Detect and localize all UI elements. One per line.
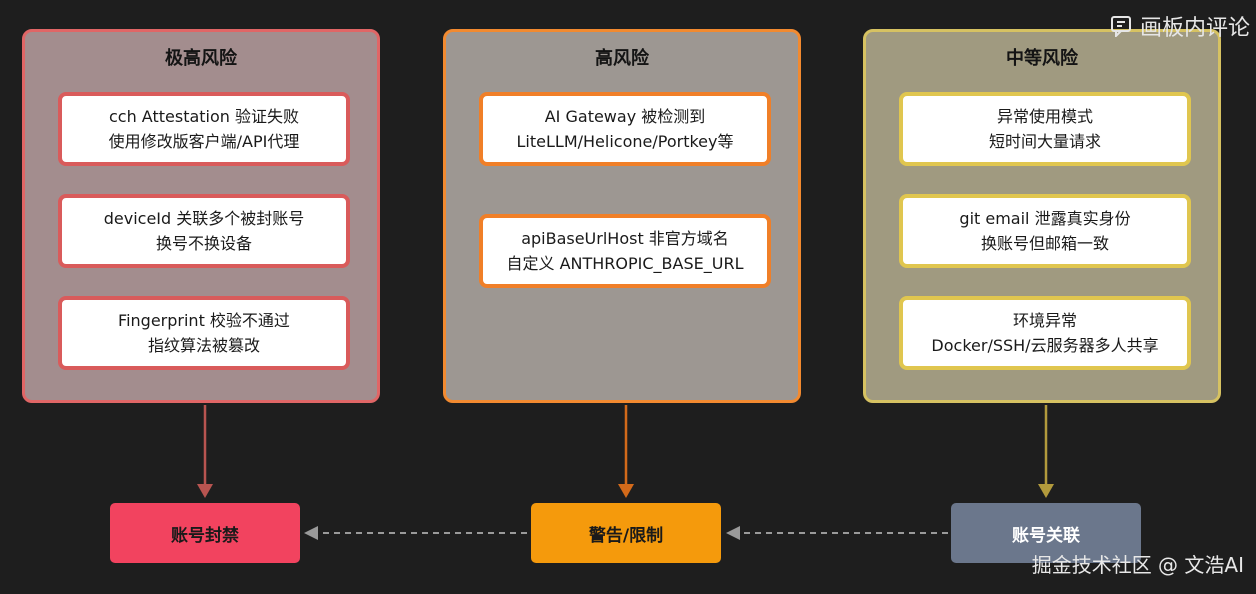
card-line1: 异常使用模式 — [996, 107, 1093, 126]
source-watermark: 掘金技术社区 @ 文浩AI — [1031, 553, 1244, 577]
panel-high-risk: 高风险 AI Gateway 被检测到 LiteLLM/Helicone/Por… — [443, 29, 801, 403]
result-label: 账号封禁 — [171, 525, 239, 546]
comment-icon — [1110, 16, 1131, 37]
card-line1: apiBaseUrlHost 非官方域名 — [521, 229, 729, 248]
panel-extreme-risk: 极高风险 cch Attestation 验证失败 使用修改版客户端/API代理… — [22, 29, 380, 403]
panel-medium-risk: 中等风险 异常使用模式 短时间大量请求 git email 泄露真实身份 换账号… — [863, 29, 1221, 403]
card-line2: 使用修改版客户端/API代理 — [108, 132, 300, 151]
dashed-arrowhead-ban — [304, 526, 318, 540]
down-arrows — [197, 405, 1054, 498]
panel-title: 中等风险 — [1006, 48, 1078, 69]
card-line2: 自定义 ANTHROPIC_BASE_URL — [506, 254, 744, 273]
card-line2: 指纹算法被篡改 — [147, 336, 260, 355]
card-line1: Fingerprint 校验不通过 — [118, 311, 290, 330]
risk-card: AI Gateway 被检测到 LiteLLM/Helicone/Portkey… — [479, 92, 771, 166]
card-line2: 换账号但邮箱一致 — [980, 234, 1109, 253]
card-line2: LiteLLM/Helicone/Portkey等 — [516, 132, 734, 151]
comment-watermark: 画板内评论 — [1110, 10, 1250, 42]
panel-title: 极高风险 — [165, 48, 237, 69]
dashed-arrowhead-warning — [726, 526, 740, 540]
dashed-arrows — [304, 526, 948, 540]
card-line2: 换号不换设备 — [155, 234, 252, 253]
arrowhead-high — [618, 484, 634, 498]
arrowhead-medium — [1038, 484, 1054, 498]
result-account-link: 账号关联 — [951, 503, 1141, 563]
card-line1: 环境异常 — [1012, 311, 1077, 330]
result-label: 账号关联 — [1012, 525, 1080, 546]
card-line2: 短时间大量请求 — [988, 132, 1101, 151]
result-account-ban: 账号封禁 — [110, 503, 300, 563]
card-line2: Docker/SSH/云服务器多人共享 — [931, 336, 1159, 355]
card-line1: git email 泄露真实身份 — [959, 209, 1131, 228]
card-line1: deviceId 关联多个被封账号 — [103, 209, 305, 228]
card-line1: AI Gateway 被检测到 — [544, 107, 706, 126]
risk-card: Fingerprint 校验不通过 指纹算法被篡改 — [58, 296, 350, 370]
risk-card: cch Attestation 验证失败 使用修改版客户端/API代理 — [58, 92, 350, 166]
risk-card: 异常使用模式 短时间大量请求 — [899, 92, 1191, 166]
comment-watermark-text: 画板内评论 — [1139, 16, 1250, 41]
risk-card: 环境异常 Docker/SSH/云服务器多人共享 — [899, 296, 1191, 370]
arrowhead-extreme — [197, 484, 213, 498]
result-label: 警告/限制 — [588, 525, 664, 546]
risk-card: apiBaseUrlHost 非官方域名 自定义 ANTHROPIC_BASE_… — [479, 214, 771, 288]
card-line1: cch Attestation 验证失败 — [108, 107, 300, 126]
risk-card: git email 泄露真实身份 换账号但邮箱一致 — [899, 194, 1191, 268]
panel-title: 高风险 — [595, 48, 649, 69]
result-warning-limit: 警告/限制 — [531, 503, 721, 563]
risk-card: deviceId 关联多个被封账号 换号不换设备 — [58, 194, 350, 268]
